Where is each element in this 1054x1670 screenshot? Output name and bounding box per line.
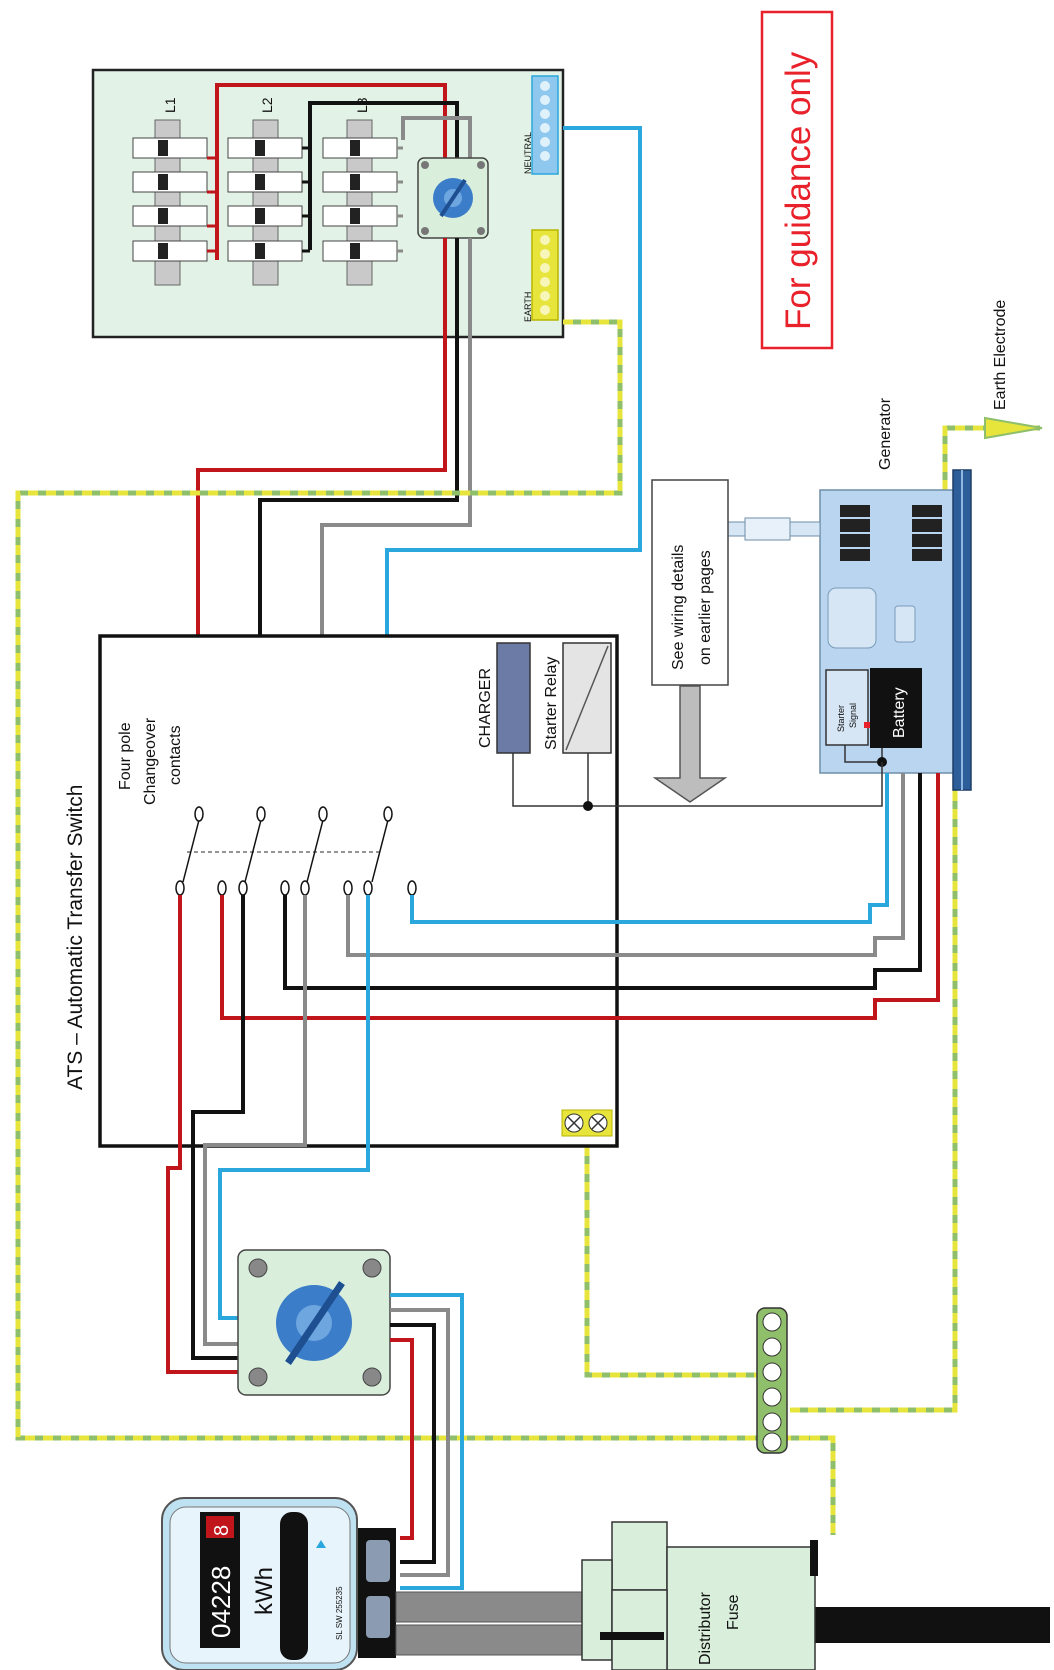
wires-generator-to-ats bbox=[220, 773, 940, 1020]
meter-reading: 04228 bbox=[206, 1566, 236, 1638]
meter-terminals bbox=[358, 1528, 396, 1658]
starter-relay-label: Starter Relay bbox=[543, 657, 560, 750]
wiring-details-line1: See wiring details bbox=[670, 545, 687, 670]
earth-electrode bbox=[984, 416, 1043, 440]
ats-earth-terminal bbox=[561, 1109, 613, 1137]
label-earth: EARTH bbox=[523, 292, 533, 322]
meter-unit: kWh bbox=[251, 1567, 278, 1615]
distributor-fuse bbox=[581, 1521, 818, 1670]
neutral-bar bbox=[531, 75, 559, 175]
main-earth-terminal bbox=[756, 1307, 788, 1454]
wires-ats-to-isolator bbox=[166, 895, 370, 1374]
electricity-meter bbox=[161, 1497, 358, 1670]
wires-isolator-to-meter bbox=[390, 1293, 464, 1590]
starter-signal-line2: Signal bbox=[848, 703, 858, 728]
charger-label: CHARGER bbox=[477, 668, 494, 748]
guidance-text: For guidance only bbox=[779, 51, 818, 330]
consumer-unit: L1 L2 L3 NEUTRAL bbox=[91, 68, 565, 339]
charger bbox=[496, 642, 531, 754]
ats-title: ATS – Automatic Transfer Switch bbox=[64, 785, 87, 1090]
wiring-details-line2: on earlier pages bbox=[697, 550, 714, 665]
four-pole-line3: contacts bbox=[167, 725, 184, 785]
starter-relay bbox=[562, 642, 612, 754]
breaker-bank-l2 bbox=[227, 119, 303, 286]
label-neutral: NEUTRAL bbox=[523, 132, 533, 174]
earth-bar bbox=[531, 229, 559, 321]
earth-electrode-label: Earth Electrode bbox=[992, 300, 1009, 410]
control-junction bbox=[583, 801, 593, 811]
down-arrow bbox=[652, 685, 728, 803]
panel-main-isolator bbox=[417, 157, 489, 239]
distributor-line2: Fuse bbox=[725, 1594, 742, 1630]
breaker-bank-l1 bbox=[132, 119, 208, 286]
isolator-switch bbox=[237, 1249, 391, 1396]
label-l2: L2 bbox=[259, 97, 275, 113]
meter-serial: SL SW 255235 bbox=[335, 1586, 344, 1640]
generator-label: Generator bbox=[877, 397, 894, 470]
distributor-line1: Distributor bbox=[697, 1591, 714, 1665]
meter-last-digit: 8 bbox=[211, 1525, 233, 1536]
control-wiring bbox=[512, 753, 883, 807]
changeover-contacts bbox=[175, 806, 417, 896]
ats-enclosure bbox=[98, 634, 619, 1148]
label-l1: L1 bbox=[162, 97, 178, 113]
label-l3: L3 bbox=[354, 97, 370, 113]
earth-wires bbox=[15, 319, 1040, 1535]
starter-signal-line1: Starter bbox=[836, 705, 846, 732]
four-pole-line1: Four pole bbox=[117, 722, 134, 790]
wiring-details-note: See wiring details on earlier pages bbox=[651, 479, 729, 686]
four-pole-line2: Changeover bbox=[142, 717, 159, 805]
guidance-note: For guidance only bbox=[760, 10, 834, 350]
battery-label: Battery bbox=[891, 687, 908, 738]
breaker-bank-l3 bbox=[322, 119, 398, 286]
generator: Starter Signal Battery bbox=[719, 469, 972, 791]
